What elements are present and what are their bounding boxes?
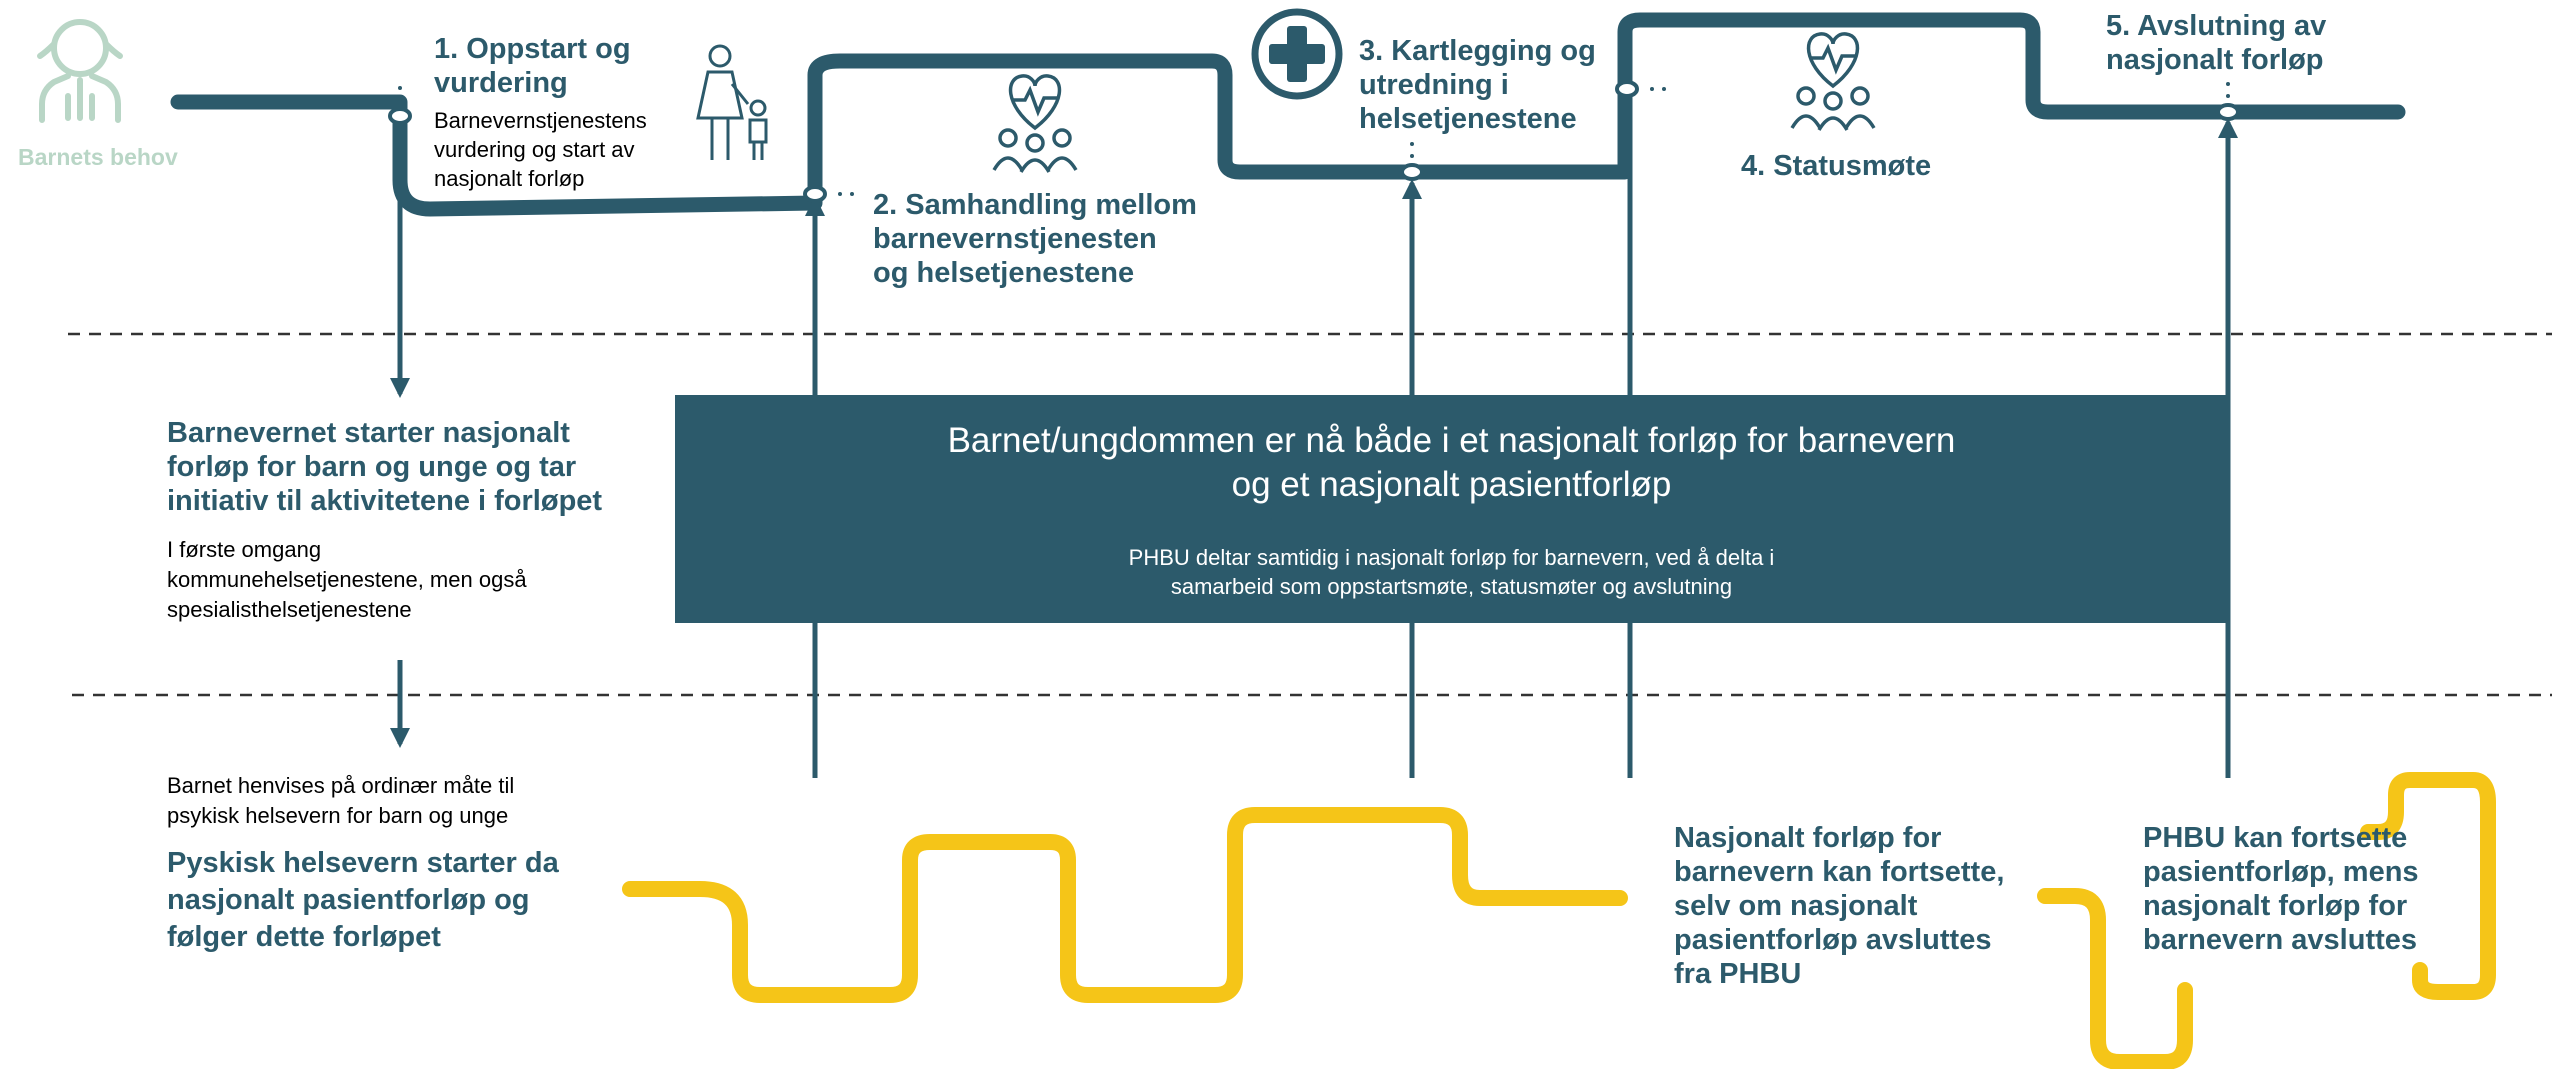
referral-heading: Pyskisk helsevern starter da nasjonalt p…	[167, 847, 559, 953]
milestone-node-5	[2216, 103, 2240, 121]
outcome-phbu-continues: PHBU kan fortsette pasientforløp, mens n…	[2143, 822, 2419, 956]
outcome-child-welfare-continues: Nasjonalt forløp for barnevern kan forts…	[1674, 822, 2005, 990]
medical-cross-icon	[1251, 8, 1343, 100]
parent-child-icon	[696, 44, 768, 160]
left-heading: Barnevernet starter nasjonalt forløp for…	[167, 417, 603, 517]
step-3-title: 3. Kartlegging og utredning i helsetjene…	[1359, 35, 1596, 135]
referral-text: Barnet henvises på ordinær måte til psyk…	[167, 773, 515, 828]
shared-pathway-box	[675, 395, 2228, 623]
step-2-title: 2. Samhandling mellom barnevernstjeneste…	[873, 189, 1197, 289]
step-1-title: 1. Oppstart og vurdering	[434, 33, 631, 99]
shared-pathway-title: Barnet/ungdommen er nå både i et nasjona…	[947, 421, 1956, 504]
child-welfare-pathway	[170, 12, 2406, 217]
patient-pathway	[622, 807, 1628, 1003]
patient-pathway-loop	[2360, 772, 2496, 1000]
milestone-node-2	[803, 185, 827, 203]
step-4-title: 4. Statusmøte	[1741, 150, 1932, 182]
milestone-node-4	[1615, 80, 1639, 98]
milestone-node-1	[388, 107, 412, 125]
step-1-body: Barnevernstjenestens vurdering og start …	[434, 108, 647, 191]
heart-family-icon	[992, 74, 1078, 173]
start-label: Barnets behov	[18, 144, 178, 170]
shared-pathway-body: PHBU deltar samtidig i nasjonalt forløp …	[1128, 545, 1775, 599]
girl-icon	[37, 19, 123, 123]
heart-family-icon	[1790, 32, 1876, 131]
left-body: I første omgang kommunehelsetjenestene, …	[167, 537, 527, 622]
step-5-title: 5. Avslutning av nasjonalt forløp	[2106, 10, 2327, 76]
dotted-leaders	[398, 82, 2230, 196]
patient-pathway-continued	[2037, 888, 2193, 1069]
milestone-node-3	[1400, 163, 1424, 181]
